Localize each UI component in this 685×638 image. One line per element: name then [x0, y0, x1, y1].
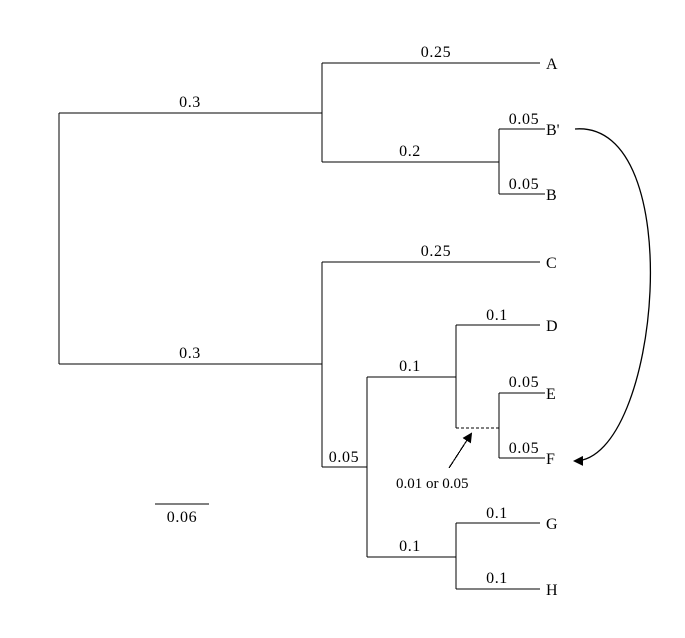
label-d-branch: 0.1	[486, 307, 508, 324]
tip-a: A	[546, 56, 558, 73]
label-gh-branch: 0.1	[399, 538, 421, 555]
tip-e: E	[546, 386, 556, 403]
label-root-lower: 0.3	[179, 345, 201, 362]
annotation-arrow	[448, 432, 473, 469]
tip-d: D	[546, 318, 558, 335]
label-b-branch: 0.05	[509, 176, 539, 193]
tip-c: C	[546, 255, 557, 272]
label-b-prime-branch: 0.05	[509, 111, 539, 128]
label-h-branch: 0.1	[486, 570, 508, 587]
tip-g: G	[546, 516, 558, 533]
label-inner-branch: 0.05	[329, 449, 359, 466]
label-f-branch: 0.05	[509, 440, 539, 457]
label-def-branch: 0.1	[399, 358, 421, 375]
tip-b: B	[546, 187, 557, 204]
curved-arrow-b-prime-to-f	[573, 128, 652, 466]
label-g-branch: 0.1	[486, 505, 508, 522]
tip-f: F	[546, 451, 555, 468]
label-c-branch: 0.25	[421, 243, 451, 260]
label-bb-branch: 0.2	[399, 143, 421, 160]
annotation-text: 0.01 or 0.05	[396, 476, 469, 492]
tip-h: H	[546, 582, 558, 599]
tip-b-prime: B'	[546, 122, 560, 139]
label-root-upper: 0.3	[179, 94, 201, 111]
scale-bar-label: 0.06	[167, 509, 197, 526]
label-e-branch: 0.05	[509, 374, 539, 391]
label-a-branch: 0.25	[421, 44, 451, 61]
